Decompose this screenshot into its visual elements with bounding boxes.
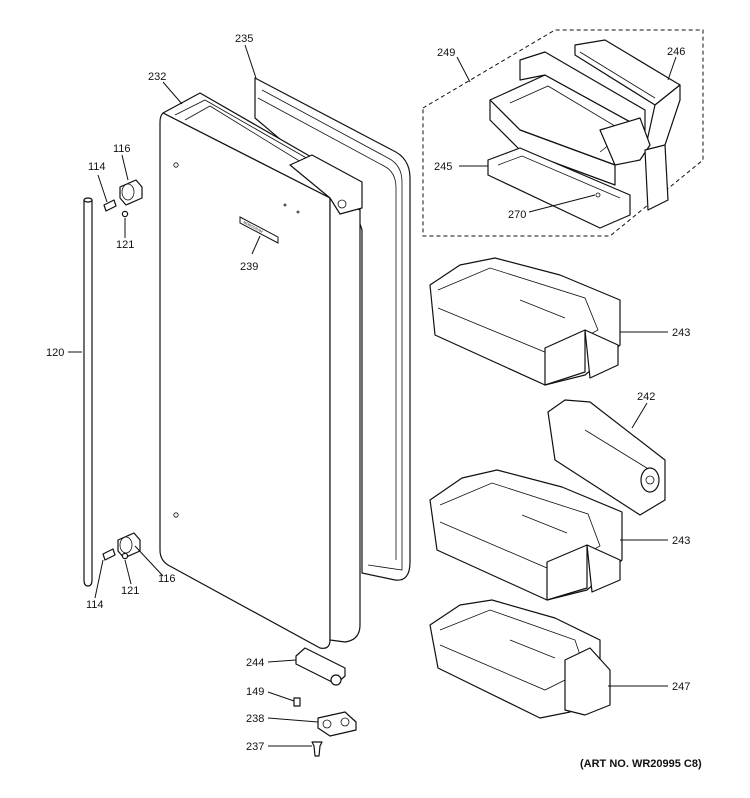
- callout-121-top: 121: [116, 239, 134, 251]
- callout-labels: 235 232 249 246 116 114 121 245 270 239 …: [46, 33, 690, 753]
- callout-246: 246: [667, 46, 685, 58]
- door-handle-120: [83, 197, 93, 587]
- callout-270: 270: [508, 209, 526, 221]
- hinge-244: [295, 647, 346, 686]
- callout-247: 247: [672, 681, 690, 693]
- handle-mount-bottom-116: [117, 532, 141, 559]
- callout-149: 149: [246, 686, 264, 698]
- callout-243-upper: 243: [672, 327, 690, 339]
- lower-frame-245: [487, 144, 669, 229]
- callout-239: 239: [240, 261, 258, 273]
- callout-242: 242: [637, 391, 655, 403]
- handle-mount-top-116: [119, 179, 143, 206]
- door-bin-upper-243: [429, 257, 621, 386]
- bracket-238: [317, 711, 357, 737]
- callout-116-top: 116: [113, 143, 131, 155]
- door-gasket-235: [254, 77, 411, 581]
- screw-237: [311, 741, 323, 757]
- callout-245: 245: [434, 161, 452, 173]
- callout-116-bottom: 116: [158, 573, 176, 585]
- set-screw-bottom-121: [121, 552, 129, 560]
- callout-114-top: 114: [88, 161, 106, 173]
- art-number: (ART NO. WR20995 C8): [580, 758, 702, 770]
- shelf-rail-246: [574, 39, 681, 161]
- callout-114-bottom: 114: [86, 599, 104, 611]
- screw-top-114: [103, 199, 117, 212]
- callout-120: 120: [46, 347, 64, 359]
- screw-bottom-114: [102, 548, 116, 561]
- callout-244: 244: [246, 657, 264, 669]
- door-panel-232: MONOGRAM: [159, 92, 363, 649]
- door-bin-247: [429, 599, 611, 719]
- upper-tray: [489, 51, 651, 186]
- door-bin-lower-243: [429, 469, 623, 601]
- callout-243-lower: 243: [672, 535, 690, 547]
- set-screw-top-121: [121, 210, 129, 218]
- shelf-assembly-group-249: [422, 29, 704, 237]
- pin-149: [293, 697, 301, 707]
- small-bin-242: [547, 399, 666, 516]
- callout-238: 238: [246, 713, 264, 725]
- leader-lines: [68, 44, 677, 747]
- callout-235: 235: [235, 33, 253, 45]
- callout-249: 249: [437, 47, 455, 59]
- callout-121-bottom: 121: [121, 585, 139, 597]
- callout-237: 237: [246, 741, 264, 753]
- callout-232: 232: [148, 71, 166, 83]
